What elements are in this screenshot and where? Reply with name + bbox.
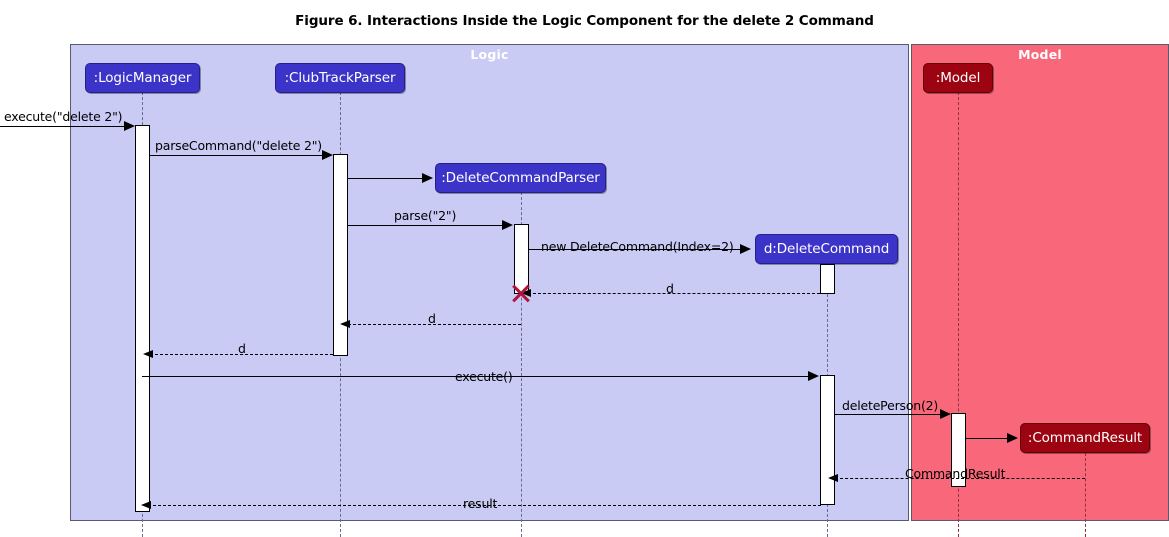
activation-delete-command-execute (820, 375, 835, 505)
participant-logic-manager[interactable]: :LogicManager (85, 63, 200, 93)
message-return-command-result-arrow (828, 474, 838, 482)
message-delete-person-label: deletePerson(2) (842, 398, 939, 413)
message-execute-delete-2-arrow (124, 121, 135, 131)
frame-model-label: Model (1018, 47, 1062, 62)
message-return-d-from-command-arrow (521, 289, 531, 297)
lifeline-command-result (1085, 453, 1086, 537)
page-title: Figure 6. Interactions Inside the Logic … (295, 13, 874, 29)
message-return-d-to-manager-arrow (143, 350, 153, 358)
participant-logic-manager-label: :LogicManager (93, 70, 192, 86)
message-return-d-to-manager-label: d (238, 341, 246, 356)
message-execute-arrow (808, 371, 819, 381)
message-parse-2-label: parse("2") (394, 208, 457, 223)
lifeline-model (958, 92, 959, 537)
participant-command-result[interactable]: :CommandResult (1020, 423, 1150, 453)
destroy-marker-delete-command-parser (510, 282, 532, 304)
message-return-command-result-label: CommandResult (905, 466, 1006, 481)
message-execute-label: execute() (455, 369, 513, 384)
message-execute-line (142, 376, 811, 377)
message-delete-person-line (835, 414, 942, 415)
message-parse-command-line (150, 155, 324, 156)
activation-delete-command-create (820, 264, 835, 294)
message-return-d-from-command-label: d (666, 281, 674, 296)
message-return-result-label: result (463, 496, 498, 511)
participant-delete-command-label: d:DeleteCommand (763, 241, 890, 257)
activation-club-track-parser (333, 154, 348, 356)
message-parse-command-label: parseCommand("delete 2") (155, 138, 322, 153)
message-parse-2-arrow (502, 220, 513, 230)
message-return-result-line (148, 505, 821, 506)
message-return-d-from-parser-label: d (428, 311, 436, 326)
participant-club-track-parser-label: :ClubTrackParser (284, 70, 396, 86)
participant-model[interactable]: :Model (923, 63, 993, 93)
participant-model-label: :Model (935, 70, 981, 86)
message-return-d-to-manager-line (150, 354, 333, 355)
message-delete-person-arrow (940, 409, 951, 419)
message-create-delete-command-parser-line (348, 178, 424, 179)
activation-model (951, 413, 966, 487)
participant-command-result-label: :CommandResult (1027, 430, 1143, 446)
participant-delete-command[interactable]: d:DeleteCommand (755, 234, 898, 264)
message-return-result-arrow (141, 501, 151, 509)
message-create-delete-command-parser-arrow (422, 173, 433, 183)
message-return-d-from-parser-line (348, 324, 521, 325)
message-new-delete-command-label: new DeleteCommand(Index=2) (541, 239, 734, 254)
activation-logic-manager (135, 125, 150, 512)
lifeline-delete-command-parser (521, 192, 522, 537)
frame-logic: Logic (70, 44, 909, 521)
frame-logic-label: Logic (470, 47, 509, 62)
message-execute-delete-2-label: execute("delete 2") (4, 109, 123, 124)
participant-delete-command-parser-label: :DeleteCommandParser (441, 170, 600, 186)
message-parse-command-arrow (322, 150, 333, 160)
message-return-command-result-line (835, 478, 1085, 479)
message-execute-delete-2-line (0, 126, 126, 127)
message-parse-2-line (348, 225, 504, 226)
participant-delete-command-parser[interactable]: :DeleteCommandParser (435, 163, 606, 193)
message-create-command-result-line (966, 438, 1009, 439)
message-new-delete-command-arrow (740, 244, 751, 254)
message-return-d-from-command-line (528, 293, 820, 294)
message-new-delete-command-line (529, 249, 742, 250)
participant-club-track-parser[interactable]: :ClubTrackParser (275, 63, 405, 93)
message-create-command-result-arrow (1007, 433, 1018, 443)
message-return-d-from-parser-arrow (340, 320, 350, 328)
